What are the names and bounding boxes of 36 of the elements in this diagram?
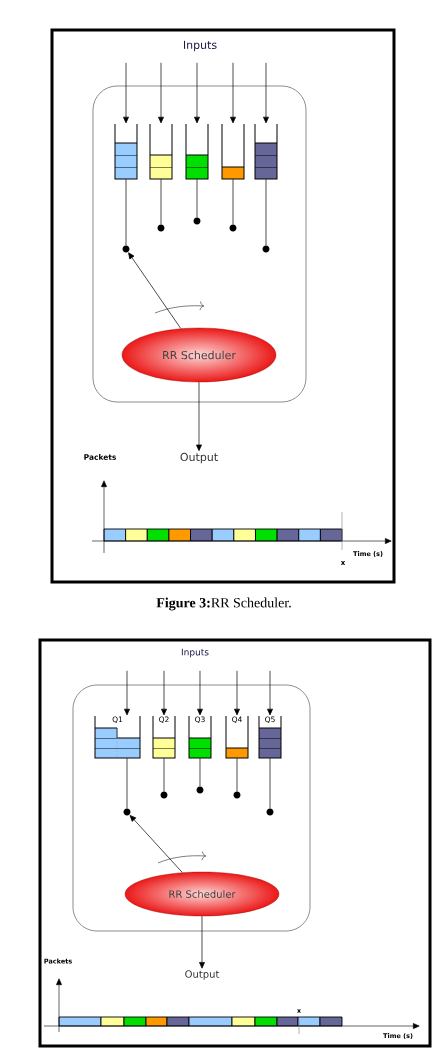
connector-line xyxy=(265,178,267,246)
arrow xyxy=(128,252,182,329)
inputs-label: Inputs xyxy=(184,40,217,52)
connector-line xyxy=(126,757,128,809)
inputs-label: Inputs xyxy=(181,648,209,658)
queue xyxy=(149,123,173,180)
arrow xyxy=(199,915,205,969)
connector-line xyxy=(199,757,201,787)
queue xyxy=(114,123,138,180)
connector-line xyxy=(163,757,165,792)
arrow xyxy=(194,62,200,124)
queue xyxy=(185,123,209,180)
arrow xyxy=(234,670,240,716)
arrow xyxy=(263,62,269,124)
arrow xyxy=(123,62,129,124)
arrow xyxy=(196,381,202,452)
arrow xyxy=(124,670,130,716)
arrow xyxy=(129,815,183,873)
output-label: Output xyxy=(185,970,220,980)
connector-line xyxy=(269,757,271,809)
arrow xyxy=(197,670,203,716)
arrow xyxy=(158,62,164,124)
connector-line xyxy=(196,178,198,218)
queue xyxy=(221,123,245,180)
connector-line xyxy=(125,178,127,246)
arrow xyxy=(267,670,273,716)
rounded-box xyxy=(72,684,311,932)
connector-line xyxy=(160,178,162,225)
arrow xyxy=(230,62,236,124)
figure-caption: Figure 3:RR Scheduler. xyxy=(156,597,291,611)
connector-line xyxy=(236,757,238,792)
queue xyxy=(254,123,278,180)
output-label: Output xyxy=(180,452,218,464)
arrow xyxy=(161,670,167,716)
rounded-box xyxy=(92,85,307,403)
connector-line xyxy=(232,178,234,225)
